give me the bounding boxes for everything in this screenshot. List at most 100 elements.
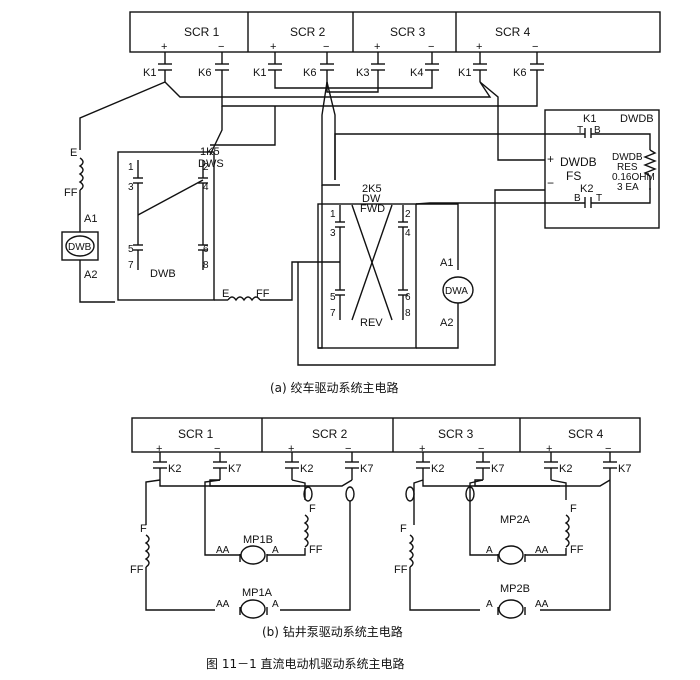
scr-b-label-3: SCR 3	[438, 427, 474, 441]
motor-dwb-label: DWB	[68, 242, 92, 253]
svg-text:4: 4	[203, 182, 209, 193]
contact-b-label: K7	[491, 463, 504, 475]
sw2-top: 2K5	[362, 183, 382, 195]
svg-text:−: −	[345, 443, 351, 455]
svg-text:8: 8	[203, 260, 209, 271]
scr-block-top	[129, 11, 661, 53]
svg-text:+: +	[270, 41, 276, 53]
svg-text:8: 8	[405, 308, 411, 319]
motor-mp2a-label: MP2A	[500, 514, 531, 526]
motor-mp1a-label: MP1A	[242, 587, 273, 599]
svg-text:−: −	[218, 41, 224, 53]
mp2a-aa: AA	[535, 545, 549, 556]
contact-b-label: K2	[300, 463, 313, 475]
dwdb-b1: B	[594, 125, 601, 136]
label-ff-right: FF	[394, 564, 408, 576]
svg-text:−: −	[214, 443, 220, 455]
scr-label-3: SCR 3	[390, 25, 426, 39]
svg-text:5: 5	[330, 292, 336, 303]
label-ff-left: FF	[130, 564, 144, 576]
scr-b-label-2: SCR 2	[312, 427, 348, 441]
sw2-rev: REV	[360, 317, 383, 329]
svg-text:+: +	[288, 443, 294, 455]
svg-text:−: −	[547, 176, 554, 190]
svg-text:2: 2	[405, 209, 411, 220]
motor-mp1a	[240, 599, 266, 619]
contact-b-label: K2	[559, 463, 572, 475]
switch-group-2	[317, 203, 417, 349]
scr-label-2: SCR 2	[290, 25, 326, 39]
svg-text:+: +	[546, 443, 552, 455]
contact-b-label: K7	[360, 463, 373, 475]
label-ff-mp2a: FF	[570, 544, 584, 556]
dwdb-t2: T	[596, 193, 602, 204]
label-f-mp2a: F	[570, 503, 577, 515]
label-f-mp1b: F	[309, 503, 316, 515]
svg-text:−: −	[605, 443, 611, 455]
dwdb-res-4: 3 EA	[617, 182, 639, 193]
diagram-b: SCR 1 SCR 2 SCR 3 SCR 4 +− +− +− +− K2 K…	[130, 417, 641, 639]
contact-label: K1	[143, 67, 156, 79]
dwdb-k1: K1	[583, 113, 596, 125]
motor-mp2b	[498, 599, 524, 619]
label-ff2: FF	[256, 288, 270, 300]
svg-text:2: 2	[203, 162, 209, 173]
contact-label: K6	[513, 67, 526, 79]
scr-b-label-4: SCR 4	[568, 427, 604, 441]
dwdb-title: DWDB	[620, 113, 654, 125]
dwdb-fs-2: FS	[566, 169, 581, 183]
figure-caption: 图 11－1 直流电动机驱动系统主电路	[206, 656, 405, 671]
svg-text:7: 7	[128, 260, 134, 271]
sw1-dws: DWS	[198, 158, 224, 170]
svg-text:3: 3	[128, 182, 134, 193]
motor-dwa-label: DWA	[445, 286, 468, 297]
sw2-fwd: FWD	[360, 203, 385, 215]
svg-text:+: +	[419, 443, 425, 455]
contact-label: K1	[253, 67, 266, 79]
label-a1-dwa: A1	[440, 257, 453, 269]
svg-text:+: +	[476, 41, 482, 53]
label-f-left: F	[140, 523, 147, 535]
contact-label: K4	[410, 67, 423, 79]
sw1-dwb: DWB	[150, 268, 176, 280]
dwdb-b2: B	[574, 193, 581, 204]
svg-text:7: 7	[330, 308, 336, 319]
label-a1: A1	[84, 213, 97, 225]
switch-group-1	[117, 151, 215, 301]
mp1b-a: A	[272, 545, 279, 556]
label-a2: A2	[84, 269, 97, 281]
mp1a-a: A	[272, 599, 279, 610]
contact-b-label: K2	[168, 463, 181, 475]
label-ff: FF	[64, 187, 78, 199]
caption-a: (a) 绞车驱动系统主电路	[270, 380, 399, 395]
motor-mp2a	[498, 545, 524, 565]
contact-label: K6	[198, 67, 211, 79]
svg-text:6: 6	[405, 292, 411, 303]
diagram-a: SCR 1 SCR 2 SCR 3 SCR 4 +− +− +− +− K1 K…	[61, 11, 661, 395]
contact-b-label: K7	[618, 463, 631, 475]
scr-b-label-1: SCR 1	[178, 427, 214, 441]
motor-mp1b	[240, 545, 266, 565]
svg-text:+: +	[161, 41, 167, 53]
svg-text:−: −	[428, 41, 434, 53]
label-f-right: F	[400, 523, 407, 535]
motor-mp2b-label: MP2B	[500, 583, 530, 595]
contact-b-label: K2	[431, 463, 444, 475]
svg-text:5: 5	[128, 244, 134, 255]
motor-mp1b-label: MP1B	[243, 534, 273, 546]
sw2-dw: DW	[362, 193, 381, 205]
contact-b-label: K7	[228, 463, 241, 475]
svg-text:+: +	[374, 41, 380, 53]
scr-label-1: SCR 1	[184, 25, 220, 39]
mp2b-aa: AA	[535, 599, 549, 610]
mp2b-a: A	[486, 599, 493, 610]
svg-text:3: 3	[330, 228, 336, 239]
mp1b-aa: AA	[216, 545, 230, 556]
dwdb-res-1: DWDB	[612, 152, 643, 163]
mp1a-aa: AA	[216, 599, 230, 610]
svg-text:6: 6	[203, 244, 209, 255]
label-e: E	[70, 147, 77, 159]
dwdb-fs-1: DWDB	[560, 155, 597, 169]
dwdb-box	[544, 109, 660, 229]
